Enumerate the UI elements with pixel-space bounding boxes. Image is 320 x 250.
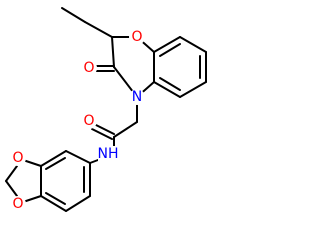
dioxole-top-oxygen: O	[10, 150, 26, 166]
benzene-inner-bond-1	[159, 43, 181, 57]
ring-nitrogen: N	[129, 89, 145, 105]
amide-nitrogen-label: NH	[98, 146, 119, 162]
amide-nitrogen: NH	[98, 146, 119, 162]
aryl-bond-4	[40, 195, 67, 212]
dioxole-bottom-oxygen: O	[10, 196, 26, 212]
aryl-bond-1	[65, 150, 91, 164]
benzene-bond-4	[179, 81, 207, 98]
benzene-inner-bond-3	[159, 77, 181, 91]
aryl-inner-bond-1	[45, 157, 66, 170]
chemical-structure-diagram: O O N O NH O O	[5, 7, 207, 212]
c2-c3-bond	[111, 36, 115, 68]
aryl-bond-5	[65, 195, 91, 212]
dioxole-bottom-o-bond	[22, 195, 42, 203]
dioxole-top-oxygen-label: O	[12, 150, 23, 166]
dioxole-top-o-bond	[22, 159, 42, 167]
bond-lines	[5, 7, 207, 212]
ring-carbonyl-oxygen: O	[81, 60, 97, 76]
ch2-amide-c-bond	[113, 121, 138, 138]
atom-labels: O O N O NH O O	[10, 29, 145, 212]
ring-carbonyl-oxygen-label: O	[83, 60, 94, 76]
amide-carbonyl-double-bond-b	[91, 128, 113, 140]
amide-carbonyl-double-bond-a	[93, 123, 115, 135]
ring-ether-oxygen-label: O	[131, 29, 142, 45]
aryl-inner-bond-2	[45, 192, 66, 205]
benzene-bond-1	[153, 36, 181, 53]
dioxole-bottom-oxygen-label: O	[12, 196, 23, 212]
ring-nitrogen-label: N	[132, 89, 142, 105]
ring-ether-oxygen: O	[129, 29, 145, 45]
aryl-bond-2	[40, 150, 67, 167]
amide-oxygen-label: O	[83, 113, 94, 129]
amide-oxygen: O	[81, 113, 97, 129]
benzene-bond-5	[153, 81, 181, 98]
ethyl-ch2-bond	[84, 21, 113, 38]
benzene-bond-2	[179, 36, 207, 53]
dioxole-ch2-top-bond	[5, 165, 18, 182]
dioxole-ch2-bottom-bond	[5, 180, 18, 197]
ethyl-ch3-bond	[61, 7, 86, 23]
